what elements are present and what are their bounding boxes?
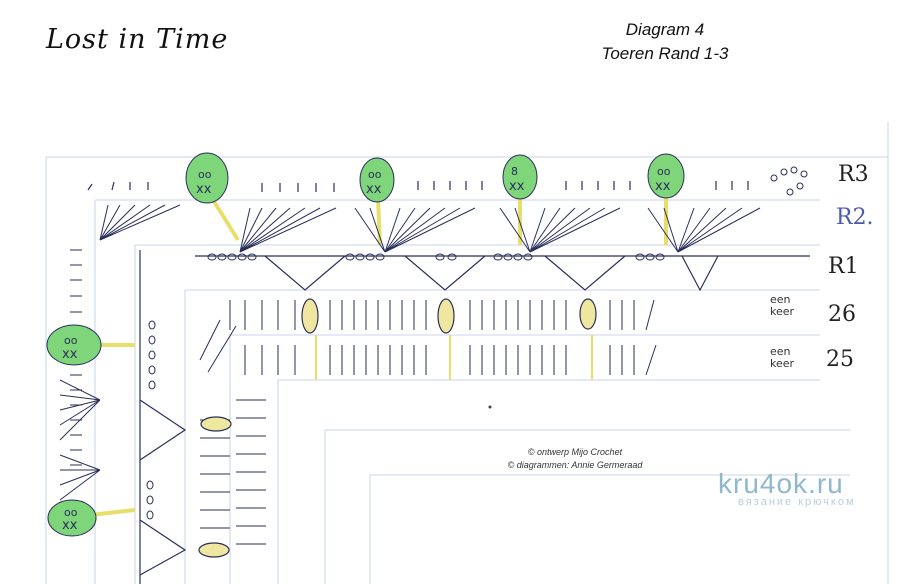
- diagram-heading: Diagram 4 Toeren Rand 1-3: [600, 18, 730, 66]
- page-title: Lost in Time: [46, 24, 229, 55]
- row-label-r1: R1: [828, 254, 859, 279]
- svg-text:xx: xx: [509, 179, 525, 194]
- svg-text:oo: oo: [198, 168, 212, 181]
- leaf-motif: xx oo: [359, 157, 395, 246]
- diagram-label: Diagram 4: [625, 20, 705, 39]
- svg-text:xx: xx: [655, 179, 671, 194]
- watermark-site: kru4ok.ru: [718, 468, 844, 499]
- picot-chain: [770, 166, 808, 196]
- svg-text:xx: xx: [62, 518, 78, 533]
- credit-diagrams: © diagrammen: Annie Germeraad: [507, 460, 643, 470]
- row-label-r3: R3: [838, 162, 869, 187]
- yellow-guides: [315, 335, 593, 380]
- svg-text:xx: xx: [62, 347, 78, 362]
- stitch-row-26: [229, 299, 655, 331]
- diagram-subtitle: Toeren Rand 1-3: [601, 44, 729, 63]
- dot-mark: [488, 405, 492, 409]
- credits: © ontwerp Mijo Crochet © diagrammen: Ann…: [470, 446, 680, 472]
- row-label-25: 25: [826, 347, 854, 372]
- leaf-motif: xx oo: [46, 324, 135, 366]
- marker-ovals: [198, 298, 597, 558]
- stitch-row-25: [199, 319, 657, 376]
- leaf-motif: xx oo: [47, 499, 136, 537]
- svg-text:oo: oo: [368, 168, 382, 181]
- row-label-26: 26: [828, 302, 856, 327]
- svg-text:xx: xx: [366, 182, 382, 197]
- watermark-tagline: вязание крючком: [738, 496, 856, 508]
- stitch-row-r1: [139, 250, 810, 584]
- leaf-motif: xx oo: [647, 153, 685, 245]
- stitch-row-r3: [87, 181, 749, 192]
- row-25-note: een keer: [770, 345, 795, 370]
- chain-stitches: [146, 253, 665, 520]
- leaf-motif: xx oo: [185, 152, 240, 242]
- svg-text:oo: oo: [64, 506, 78, 519]
- side-stitches: [70, 249, 266, 545]
- svg-text:8: 8: [511, 165, 518, 178]
- svg-text:oo: oo: [64, 334, 78, 347]
- svg-text:oo: oo: [657, 165, 671, 178]
- credit-design: © ontwerp Mijo Crochet: [527, 447, 623, 457]
- row-26-note: een keer: [770, 293, 795, 318]
- row-label-r2: R2.: [836, 205, 874, 230]
- svg-text:xx: xx: [196, 182, 212, 197]
- grid-lines: [45, 122, 889, 584]
